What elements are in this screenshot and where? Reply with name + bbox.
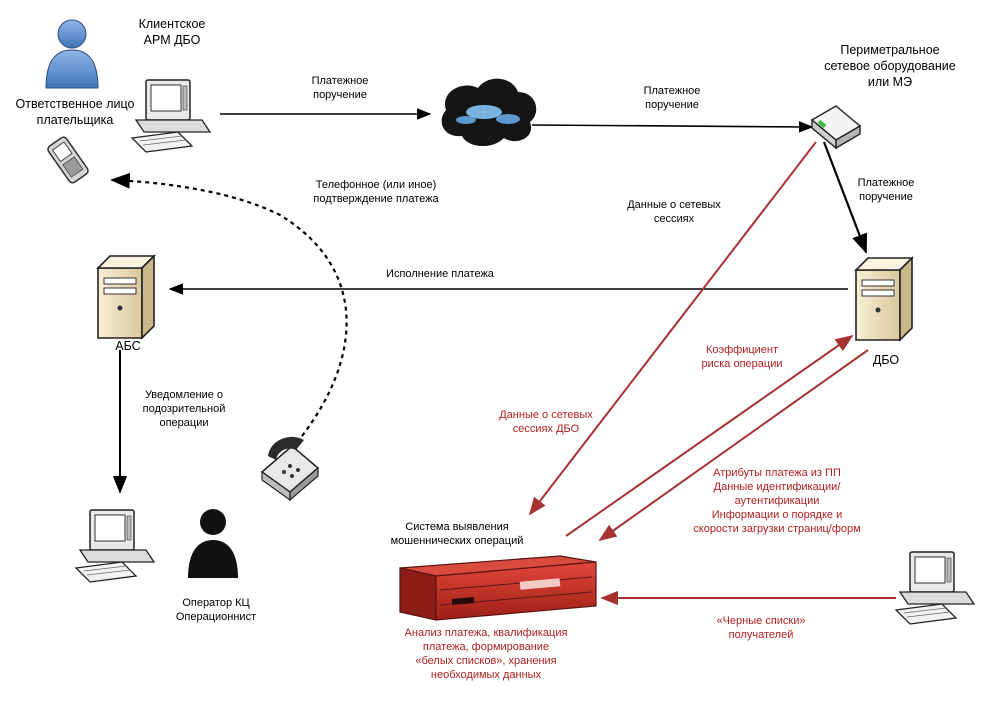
abs-label: АБС: [115, 339, 141, 353]
payment-order-2-label: Платежное поручение: [643, 85, 701, 111]
blacklists-label: «Черные списки» получателей: [716, 615, 806, 641]
dbo-session-data-label: Данные о сетевых сессиях ДБО: [499, 409, 593, 435]
operator-workstation-icon: [75, 509, 155, 583]
network-session-data-label: Данные о сетевых сессиях: [627, 199, 721, 225]
payment-order-1-label: Платежное поручение: [311, 75, 369, 101]
operator-label: Оператор КЦ Операционнист: [175, 597, 257, 623]
internet-cloud-icon: [441, 78, 537, 147]
fraud-detection-appliance-icon: [399, 555, 597, 621]
payment-execution-label: Исполнение платежа: [386, 268, 494, 280]
flow-cloud-to-perimeter: [531, 121, 814, 133]
client-workstation-label: Клиентское АРМ ДБО: [138, 17, 206, 47]
payment-attributes-label: Атрибуты платежа из ПП Данные идентифика…: [693, 467, 861, 535]
phone-confirmation-label: Телефонное (или иное) подтверждение плат…: [313, 179, 439, 205]
flow-perimeter-to-dbo: [822, 141, 868, 254]
mobile-phone-icon: [47, 136, 89, 184]
dbo-label: ДБО: [872, 353, 900, 367]
perimeter-label: Периметральное сетевое оборудование или …: [824, 43, 956, 89]
risk-coefficient-label: Коэффициент риска операции: [701, 344, 783, 370]
suspicious-notice-label: Уведомление о подозрительной операции: [142, 389, 226, 429]
desk-telephone-icon: [260, 436, 320, 502]
perimeter-router-icon: [810, 105, 862, 150]
analysis-label: Анализ платежа, квалификация платежа, фо…: [404, 627, 568, 681]
operator-person-icon: [188, 509, 238, 578]
blacklist-workstation-icon: [895, 551, 975, 625]
dbo-server-icon: [855, 257, 913, 341]
abs-server-icon: [97, 255, 155, 339]
responsible-person-label: Ответственное лицо плательщика: [15, 97, 135, 127]
flow-phone-confirmation: [110, 172, 348, 437]
person-icon: [45, 19, 99, 89]
flow-perimeter-to-fraud: [528, 141, 817, 516]
flow-dbo-to-fraud: [598, 349, 869, 542]
flow-fraud-to-dbo: [565, 334, 854, 537]
payment-order-3-label: Платежное поручение: [857, 177, 915, 203]
fraud-system-label: Система выявления мошеннических операций: [390, 521, 524, 547]
